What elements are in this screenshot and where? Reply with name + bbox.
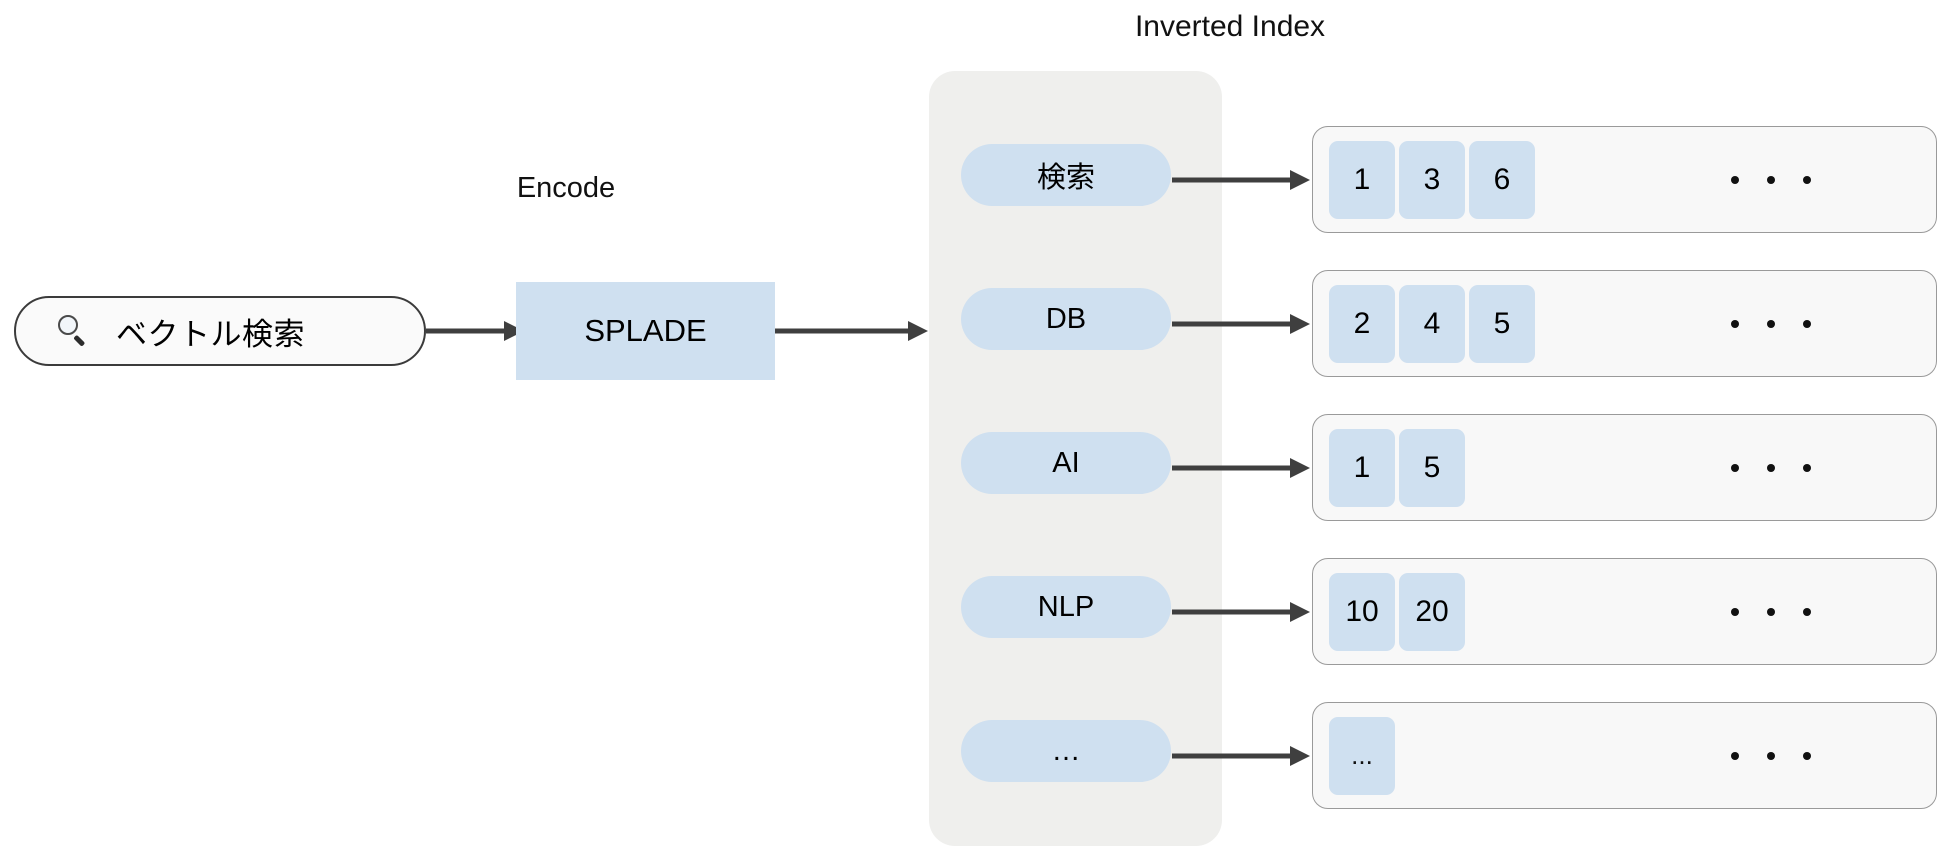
inverted-index-title: Inverted Index: [1134, 10, 1326, 43]
arrow-encoder-to-index: [775, 321, 928, 341]
query-text: ベクトル検索: [116, 316, 305, 352]
posting-continuation-dots: [1731, 703, 1811, 808]
posting-cell: 5: [1469, 284, 1535, 363]
term-panel: 検索 DB AI NLP …: [929, 71, 1222, 846]
posting-row-0[interactable]: 1 3 6: [1312, 126, 1937, 233]
posting-row-3[interactable]: 10 20: [1312, 558, 1937, 665]
term-pill-3[interactable]: NLP: [961, 576, 1171, 638]
posting-cells-1: 2 4 5: [1329, 284, 1535, 363]
posting-cell: 4: [1399, 284, 1465, 363]
posting-cells-2: 1 5: [1329, 428, 1465, 507]
term-pill-4[interactable]: …: [961, 720, 1171, 782]
posting-row-2[interactable]: 1 5: [1312, 414, 1937, 521]
posting-cell: ...: [1329, 716, 1395, 795]
query-search-pill[interactable]: ベクトル検索: [14, 296, 426, 366]
posting-continuation-dots: [1731, 127, 1811, 232]
posting-continuation-dots: [1731, 415, 1811, 520]
posting-row-4[interactable]: ...: [1312, 702, 1937, 809]
posting-cell: 10: [1329, 572, 1395, 651]
posting-cell: 1: [1329, 428, 1395, 507]
posting-cell: 20: [1399, 572, 1465, 651]
arrow-query-to-encoder: [426, 321, 524, 341]
posting-row-1[interactable]: 2 4 5: [1312, 270, 1937, 377]
posting-cell: 1: [1329, 140, 1395, 219]
term-pill-0[interactable]: 検索: [961, 144, 1171, 206]
posting-continuation-dots: [1731, 559, 1811, 664]
magnifier-icon: [56, 314, 90, 348]
term-pill-1[interactable]: DB: [961, 288, 1171, 350]
posting-cell: 5: [1399, 428, 1465, 507]
term-pill-2[interactable]: AI: [961, 432, 1171, 494]
posting-continuation-dots: [1731, 271, 1811, 376]
posting-cells-0: 1 3 6: [1329, 140, 1535, 219]
posting-cell: 3: [1399, 140, 1465, 219]
encode-label: Encode: [516, 172, 616, 204]
posting-cell: 6: [1469, 140, 1535, 219]
splade-encoder-box[interactable]: SPLADE: [516, 282, 775, 380]
posting-cells-3: 10 20: [1329, 572, 1465, 651]
posting-cell: 2: [1329, 284, 1395, 363]
posting-cells-4: ...: [1329, 716, 1395, 795]
